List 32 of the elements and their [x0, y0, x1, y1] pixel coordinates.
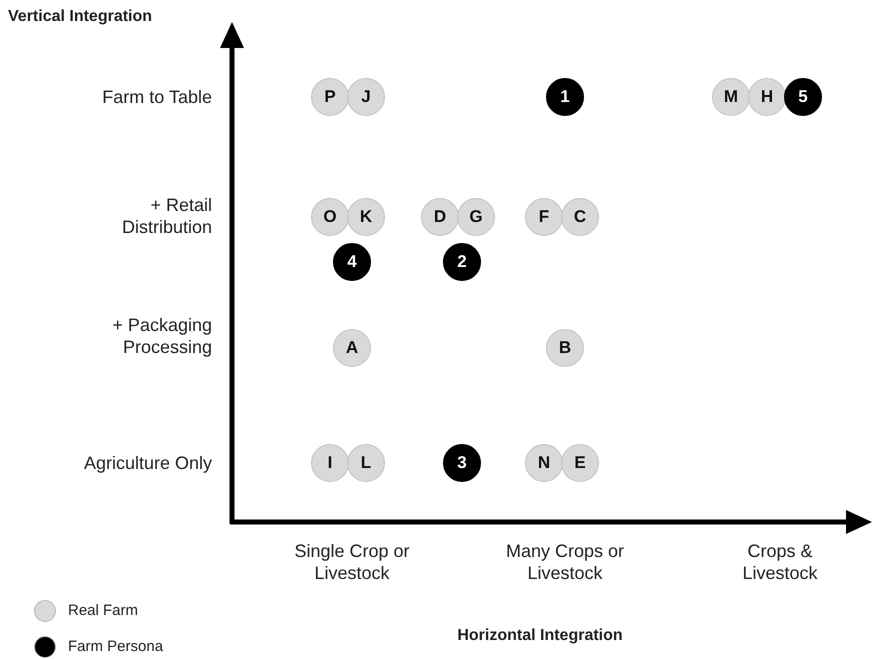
persona-circle: 1 — [546, 78, 584, 116]
column-label: Crops & Livestock — [741, 540, 819, 584]
farm-circle: F — [525, 198, 563, 236]
farm-circle: B — [546, 329, 584, 367]
farm-circle: I — [311, 444, 349, 482]
farm-circle: E — [561, 444, 599, 482]
persona-circle: 2 — [443, 243, 481, 281]
farm-circle: M — [712, 78, 750, 116]
legend-label: Farm Persona — [68, 637, 164, 657]
farm-circle: G — [457, 198, 495, 236]
farm-circle: A — [333, 329, 371, 367]
farm-circle: O — [311, 198, 349, 236]
column-label: Single Crop or Livestock — [293, 540, 411, 584]
row-label: Agriculture Only — [84, 452, 212, 474]
column-label: Many Crops or Livestock — [504, 540, 626, 584]
farm-circle: K — [347, 198, 385, 236]
farm-circle: D — [421, 198, 459, 236]
legend-label: Real Farm — [68, 601, 138, 621]
farm-circle: H — [748, 78, 786, 116]
farm-circle: N — [525, 444, 563, 482]
axis-title: Vertical Integration — [8, 7, 152, 27]
row-label: + Packaging Processing — [111, 314, 212, 358]
row-label: Farm to Table — [102, 86, 212, 108]
axis-title: Horizontal Integration — [457, 626, 623, 646]
persona-circle: 4 — [333, 243, 371, 281]
row-label: + Retail Distribution — [120, 194, 212, 238]
farm-circle: J — [347, 78, 385, 116]
persona-circle: 3 — [443, 444, 481, 482]
farm-circle: C — [561, 198, 599, 236]
farm-circle: P — [311, 78, 349, 116]
persona-circle: 5 — [784, 78, 822, 116]
farm-circle: L — [347, 444, 385, 482]
